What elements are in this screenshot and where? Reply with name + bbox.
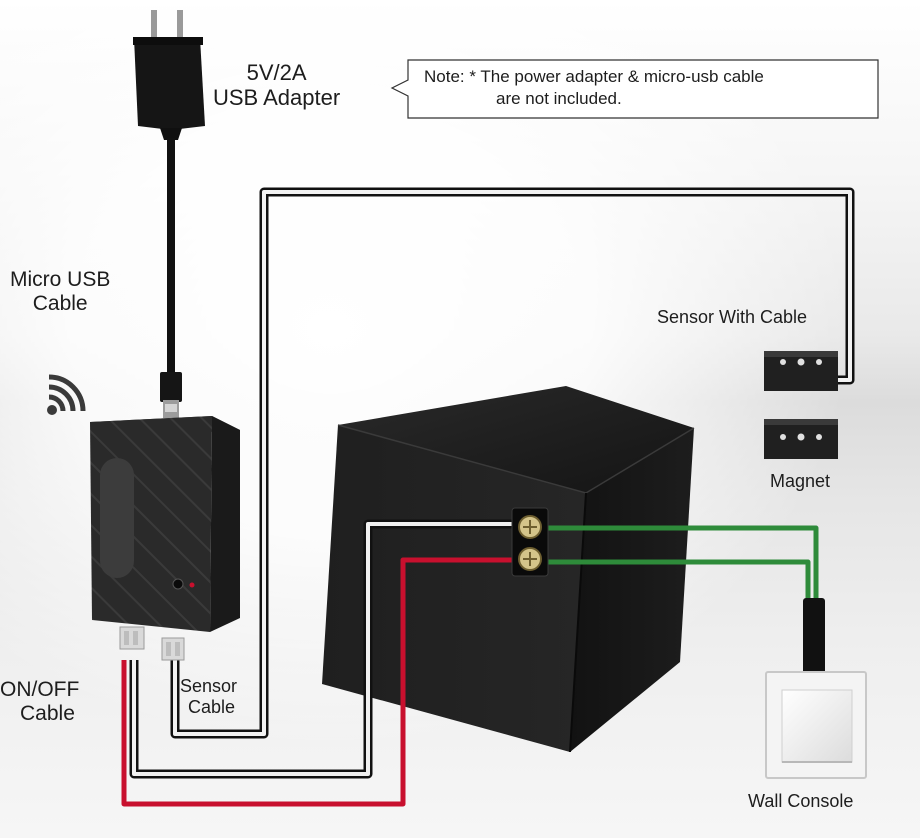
sensor-with-cable-label: Sensor With Cable <box>657 307 808 327</box>
usb-adapter-label: 5V/2A USB Adapter <box>213 60 340 111</box>
micro-usb-cable-label: Micro USB Cable <box>10 268 110 316</box>
sensor-connector <box>161 637 185 661</box>
screw-terminal-icon <box>511 507 549 577</box>
magnet-label: Magnet <box>770 471 831 491</box>
wall-console-cable <box>803 598 825 678</box>
note-line-2: are not included. <box>496 89 622 109</box>
note-text: Note: * The power adapter & micro-usb ca… <box>424 66 862 110</box>
onoff-connector <box>119 626 145 650</box>
note-callout-box <box>390 59 879 119</box>
sensor-cable-label-line-1: Sensor <box>180 676 238 696</box>
wifi-icon <box>47 374 86 415</box>
adapter-name-text: USB Adapter <box>213 85 341 111</box>
usb-power-adapter <box>133 10 205 140</box>
onoff-cable-red <box>121 557 522 807</box>
magnet <box>764 419 838 459</box>
micro-usb-connector <box>160 372 182 418</box>
note-line-1: Note: * The power adapter & micro-usb ca… <box>424 67 764 86</box>
micro-usb-label-line-2: Cable <box>32 292 88 316</box>
garage-door-opener <box>322 386 695 753</box>
power-plug-icon <box>151 10 183 38</box>
sensor-cable-label: Sensor Cable <box>180 676 237 717</box>
onoff-cable-label: ON/OFF Cable <box>0 678 79 726</box>
wall-console-cable-green-2 <box>540 559 811 600</box>
wifi-garage-controller <box>90 416 240 632</box>
onoff-label-line-1: ON/OFF <box>0 678 80 701</box>
wall-console-label: Wall Console <box>748 791 854 811</box>
door-sensor <box>764 351 838 391</box>
adapter-spec-text: 5V/2A <box>246 60 307 85</box>
sensor-cable-label-line-2: Cable <box>188 696 236 717</box>
wall-console-cable-green-1 <box>540 525 819 600</box>
micro-usb-label-line-1: Micro USB <box>10 268 111 291</box>
onoff-label-line-2: Cable <box>20 702 75 726</box>
wall-switch-icon <box>765 671 867 779</box>
